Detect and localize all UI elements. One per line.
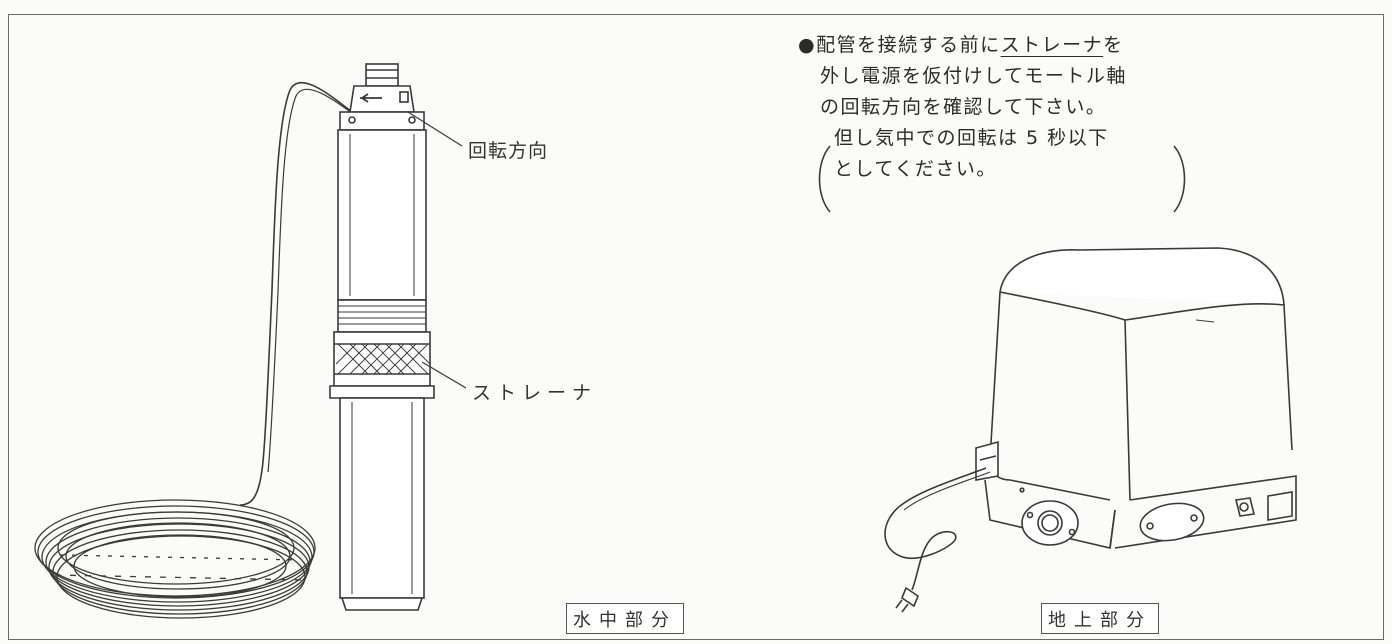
strainer-underlined-term: ストレーナ	[1000, 34, 1104, 56]
cable-coil	[34, 499, 316, 619]
note-line-3: の回転方向を確認して下さい。	[820, 96, 1107, 118]
pump-upper-body	[337, 129, 427, 301]
note-line-5: としてください。	[834, 158, 997, 180]
note-line-1: ●配管を接続する前にストレーナを	[798, 34, 1124, 56]
pump-motor-body	[339, 397, 425, 599]
underwater-part-label: 水中部分	[566, 603, 684, 634]
note-parentheses	[818, 145, 1186, 213]
instruction-note: ●配管を接続する前にストレーナを 外し電源を仮付けしてモートル軸 の回転方向を確…	[798, 30, 1127, 185]
note-line-4: 但し気中での回転は 5 秒以下	[834, 127, 1109, 149]
note-line-2: 外し電源を仮付けしてモートル軸	[820, 65, 1127, 87]
diagram-frame	[8, 14, 1384, 640]
above-ground-part-label: 地上部分	[1041, 603, 1159, 634]
note-bullet: ●	[798, 34, 817, 56]
strainer-band	[333, 331, 431, 387]
strainer-label: ストレーナ	[472, 382, 598, 404]
pump-cable	[239, 81, 353, 506]
rotation-leader-line	[407, 111, 463, 147]
pipe-port-right	[1139, 502, 1205, 542]
power-cord	[884, 467, 987, 591]
rotation-direction-label: 回転方向	[468, 140, 549, 162]
pump-top-fitting	[365, 63, 399, 87]
strainer-leader-line	[421, 361, 467, 389]
submersible-pump-illustration	[34, 63, 467, 619]
pipe-port-left	[1021, 500, 1079, 546]
control-box-illustration	[884, 247, 1297, 613]
